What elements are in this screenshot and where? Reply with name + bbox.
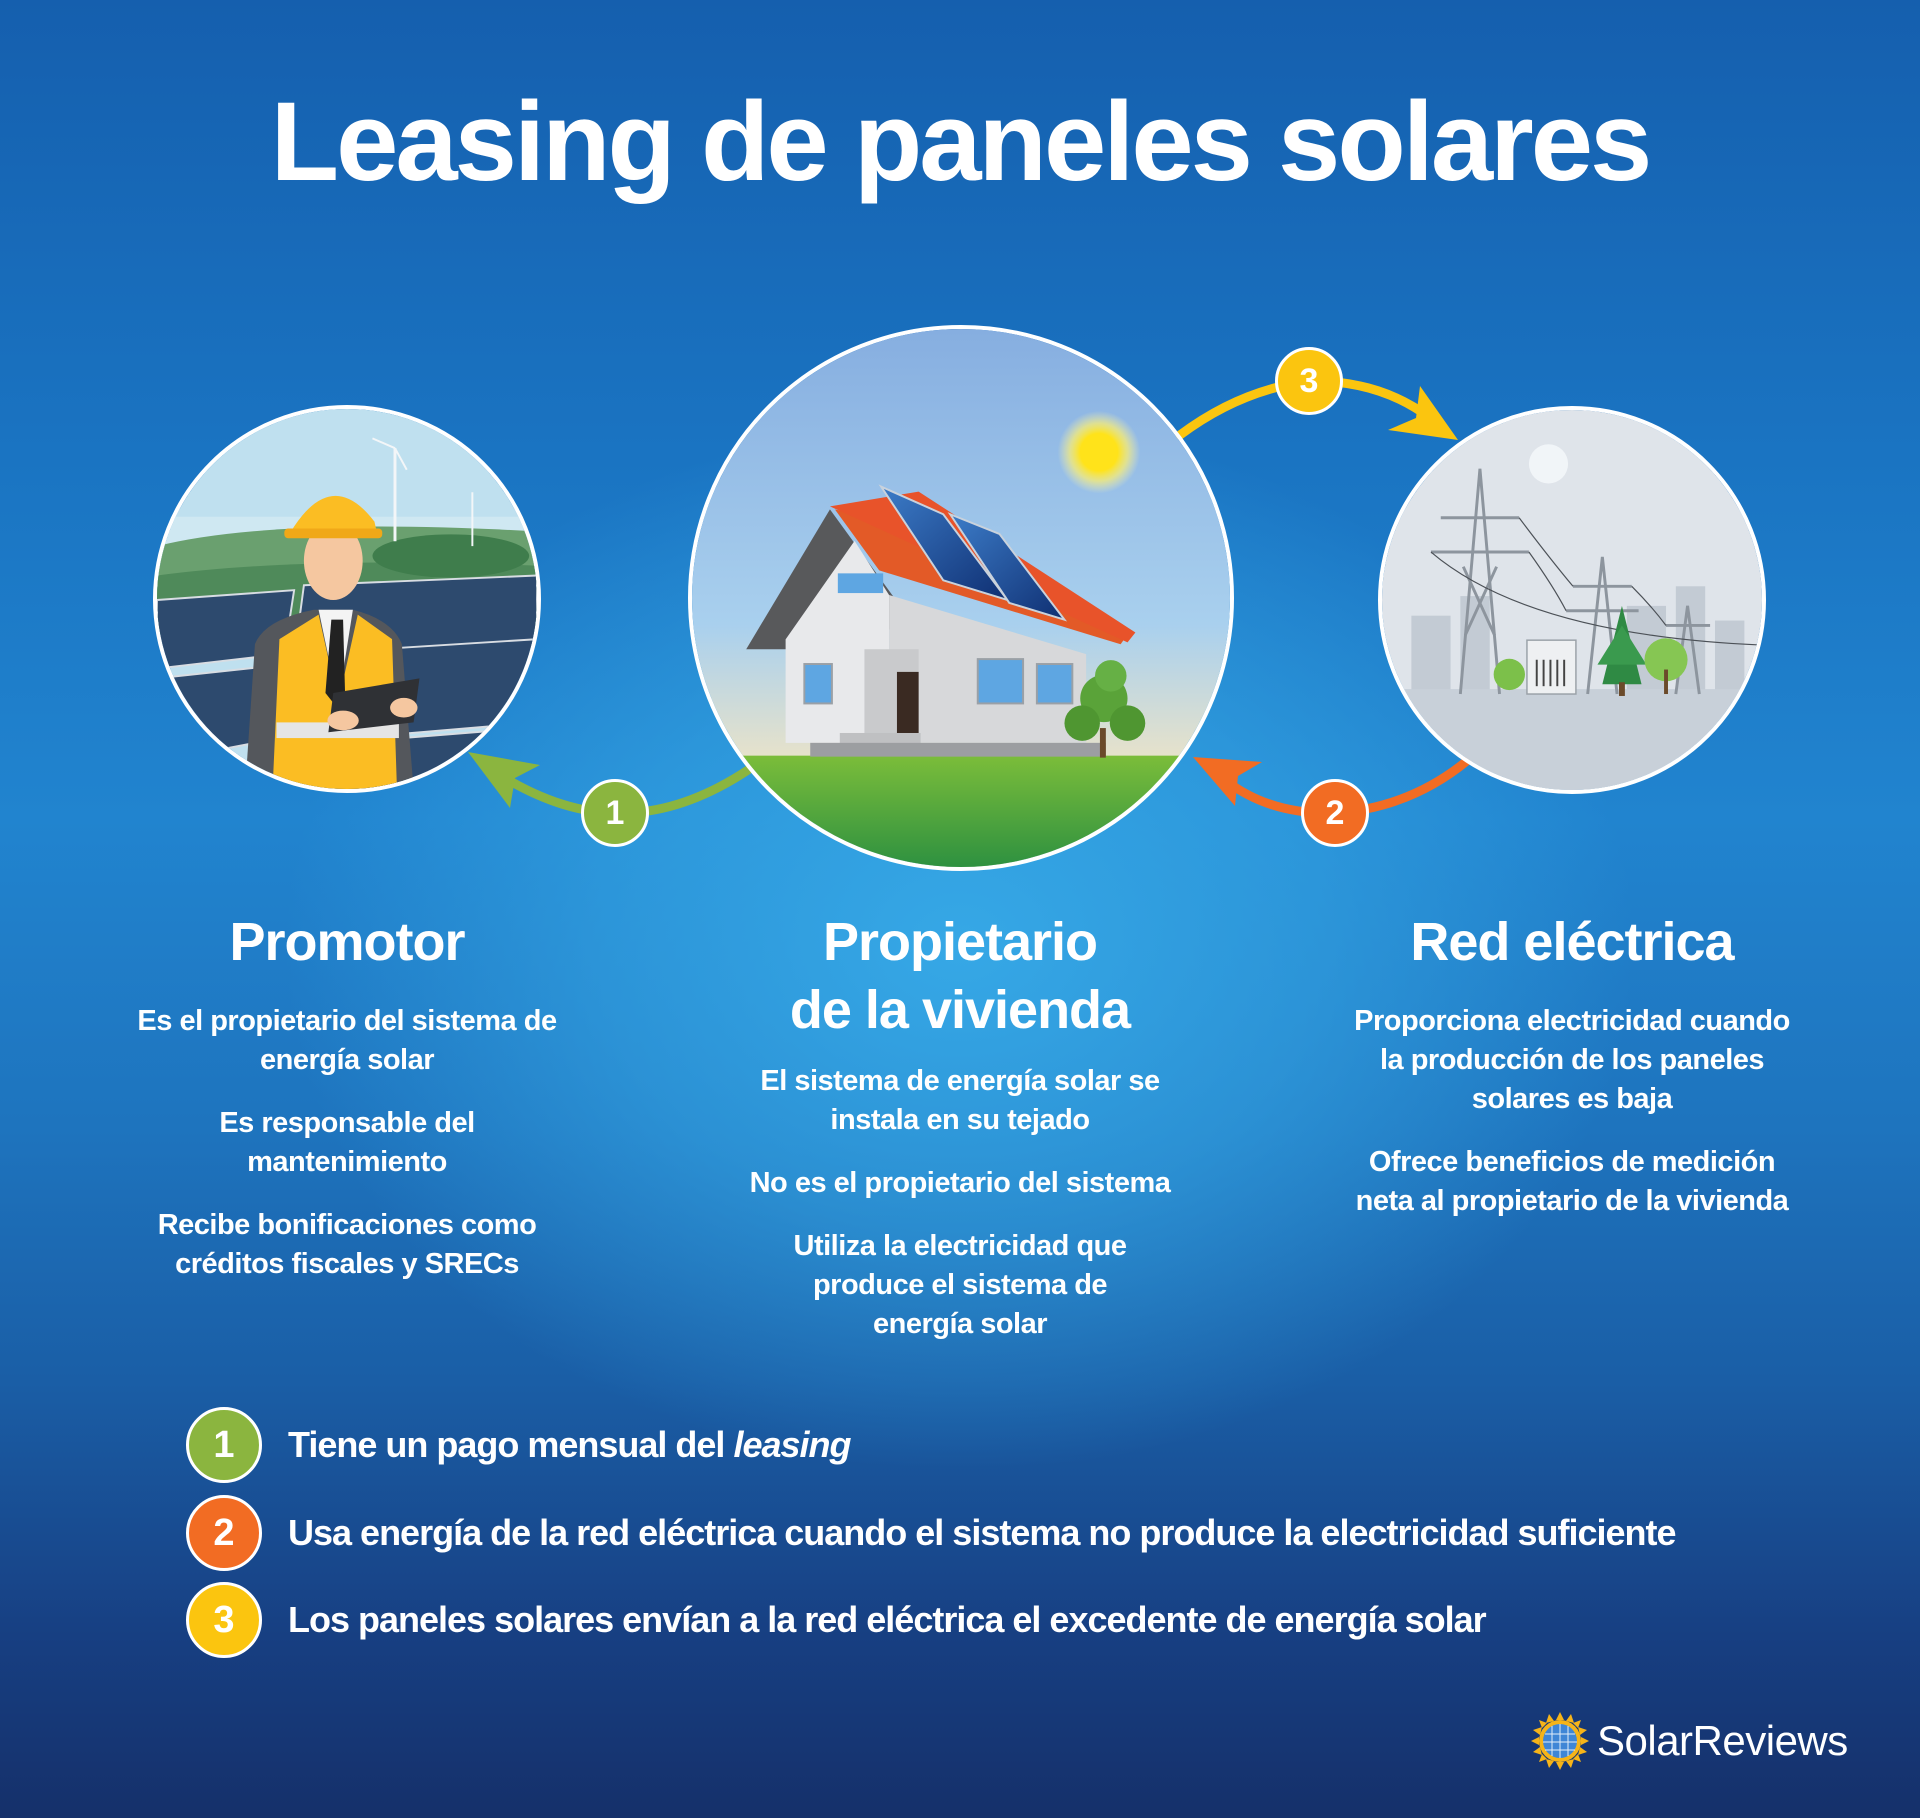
legend-badge-2: 2: [186, 1495, 262, 1571]
brand-name: SolarReviews: [1597, 1717, 1848, 1764]
legend-item-3: 3 Los paneles solares envían a la red el…: [186, 1582, 1487, 1658]
grid-illustration: [1378, 406, 1766, 794]
arrow-2-head: [1193, 757, 1262, 806]
engineer-solar-farm-icon: [157, 409, 537, 789]
house-illustration: [688, 325, 1234, 871]
solarreviews-logo: SolarReviews: [1531, 1712, 1848, 1770]
promotor-column: Promotor Es el propietario del sistema d…: [97, 908, 597, 1308]
legend-badge-3: 3: [186, 1582, 262, 1658]
promotor-heading: Promotor: [229, 912, 466, 972]
red-point-2: Ofrece beneficios de medición neta al pr…: [1355, 1146, 1789, 1217]
legend-text-1-italic: leasing: [733, 1424, 851, 1465]
page-title: Leasing de paneles solares: [270, 79, 1653, 204]
legend-badge-1: 1: [186, 1407, 262, 1483]
legend-item-2: 2 Usa energía de la red eléctrica cuando…: [186, 1495, 1677, 1571]
propietario-point-2: No es el propietario del sistema: [749, 1167, 1171, 1199]
house-solar-roof-icon: [692, 329, 1230, 867]
promotor-point-3: Recibe bonificaciones como créditos fisc…: [157, 1209, 537, 1280]
arrow-1-head: [468, 752, 540, 808]
propietario-point-3: Utiliza la electricidad que produce el s…: [793, 1230, 1128, 1340]
red-point-1: Proporciona electricidad cuando la produ…: [1354, 1005, 1790, 1115]
propietario-point-1: El sistema de energía solar se instala e…: [760, 1065, 1160, 1136]
power-towers-icon: [1382, 410, 1762, 790]
flow-badge-2: 2: [1301, 779, 1369, 847]
propietario-heading-line2: de la vivienda: [789, 980, 1131, 1040]
flow-badge-1: 1: [581, 779, 649, 847]
arrow-3-head: [1388, 386, 1458, 440]
legend-item-1: 1 Tiene un pago mensual del leasing: [186, 1407, 852, 1483]
propietario-column: Propietario de la vivienda El sistema de…: [700, 908, 1220, 1368]
legend-text-3: Los paneles solares envían a la red eléc…: [288, 1599, 1487, 1640]
sun-solar-panel-icon: [1531, 1712, 1589, 1770]
red-column: Red eléctrica Proporciona electricidad c…: [1322, 908, 1822, 1245]
propietario-heading-line1: Propietario: [822, 912, 1098, 972]
promotor-point-2: Es responsable del mantenimiento: [219, 1107, 475, 1178]
promotor-point-1: Es el propietario del sistema de energía…: [137, 1005, 557, 1076]
legend-text-1: Tiene un pago mensual del leasing: [288, 1424, 852, 1465]
red-heading: Red eléctrica: [1410, 912, 1734, 972]
legend-text-2: Usa energía de la red eléctrica cuando e…: [288, 1512, 1677, 1553]
promotor-illustration: [153, 405, 541, 793]
flow-badge-3: 3: [1275, 347, 1343, 415]
